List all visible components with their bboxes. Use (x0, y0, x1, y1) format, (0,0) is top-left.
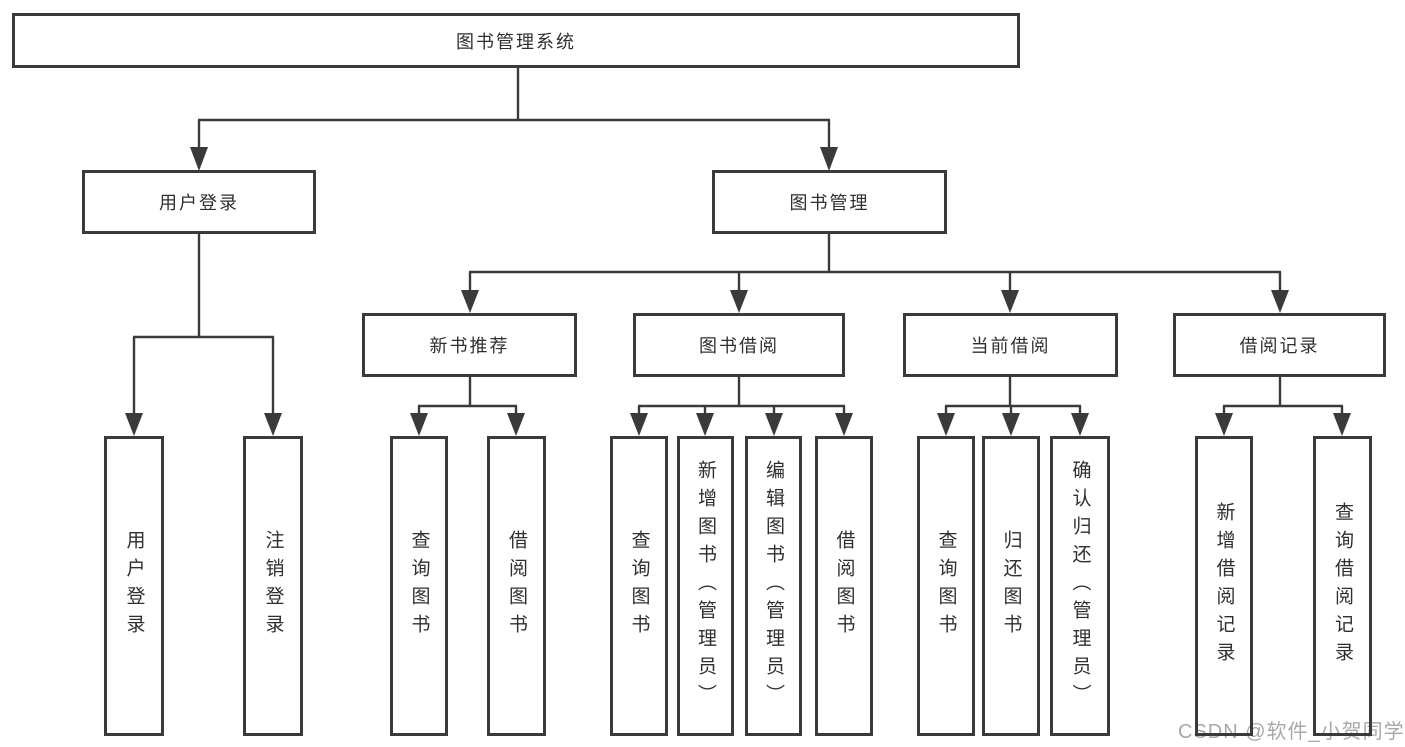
connector-current-borrow-children (937, 377, 1089, 436)
node-current-borrow: 当前借阅 (903, 313, 1118, 377)
connector-new-book-recommend-children (410, 377, 525, 436)
arrow-down-icon (190, 147, 208, 171)
node-new-book-recommend: 新书推荐 (362, 313, 577, 377)
arrow-down-icon (1001, 290, 1019, 313)
leaf-current-confirm-return-admin: 确认归还（管理员） (1050, 436, 1110, 736)
leaf-recommend-borrow-books: 借阅图书 (487, 436, 546, 736)
arrow-down-icon (765, 413, 783, 436)
connector-borrow-records-children (1215, 377, 1351, 436)
connector-book-management-children (461, 234, 1289, 313)
arrow-down-icon (461, 290, 479, 313)
arrow-down-icon (937, 413, 955, 436)
node-user-login: 用户登录 (82, 170, 316, 234)
leaf-current-return-books: 归还图书 (982, 436, 1040, 736)
arrow-down-icon (820, 147, 838, 171)
leaf-user-login: 用户登录 (104, 436, 164, 736)
node-root: 图书管理系统 (12, 13, 1020, 68)
arrow-down-icon (730, 290, 748, 313)
leaf-records-query-record: 查询借阅记录 (1313, 436, 1372, 736)
arrow-down-icon (1333, 413, 1351, 436)
leaf-records-add-record: 新增借阅记录 (1195, 436, 1253, 736)
node-borrow-records: 借阅记录 (1173, 313, 1386, 377)
leaf-recommend-query-books: 查询图书 (390, 436, 448, 736)
arrow-down-icon (630, 413, 648, 436)
leaf-borrow-query-books: 查询图书 (610, 436, 668, 736)
connector-book-borrow-children (630, 377, 853, 436)
arrow-down-icon (507, 413, 525, 436)
arrow-down-icon (264, 413, 282, 436)
arrow-down-icon (410, 413, 428, 436)
leaf-borrow-edit-books-admin: 编辑图书（管理员） (745, 436, 802, 736)
arrow-down-icon (835, 413, 853, 436)
watermark: CSDN @软件_小贺同学 (1178, 721, 1405, 743)
arrow-down-icon (696, 413, 714, 436)
leaf-borrow-add-books-admin: 新增图书（管理员） (677, 436, 734, 736)
arrow-down-icon (1215, 413, 1233, 436)
arrow-down-icon (1002, 413, 1020, 436)
node-book-management: 图书管理 (712, 170, 947, 234)
leaf-logout: 注销登录 (243, 436, 303, 736)
leaf-borrow-borrow-books: 借阅图书 (815, 436, 873, 736)
arrow-down-icon (1271, 290, 1289, 313)
leaf-current-query-books: 查询图书 (917, 436, 975, 736)
arrow-down-icon (1071, 413, 1089, 436)
connector-root-to-level2 (190, 68, 838, 171)
arrow-down-icon (125, 413, 143, 436)
connector-user-login-children (125, 234, 282, 436)
node-book-borrow: 图书借阅 (633, 313, 845, 377)
